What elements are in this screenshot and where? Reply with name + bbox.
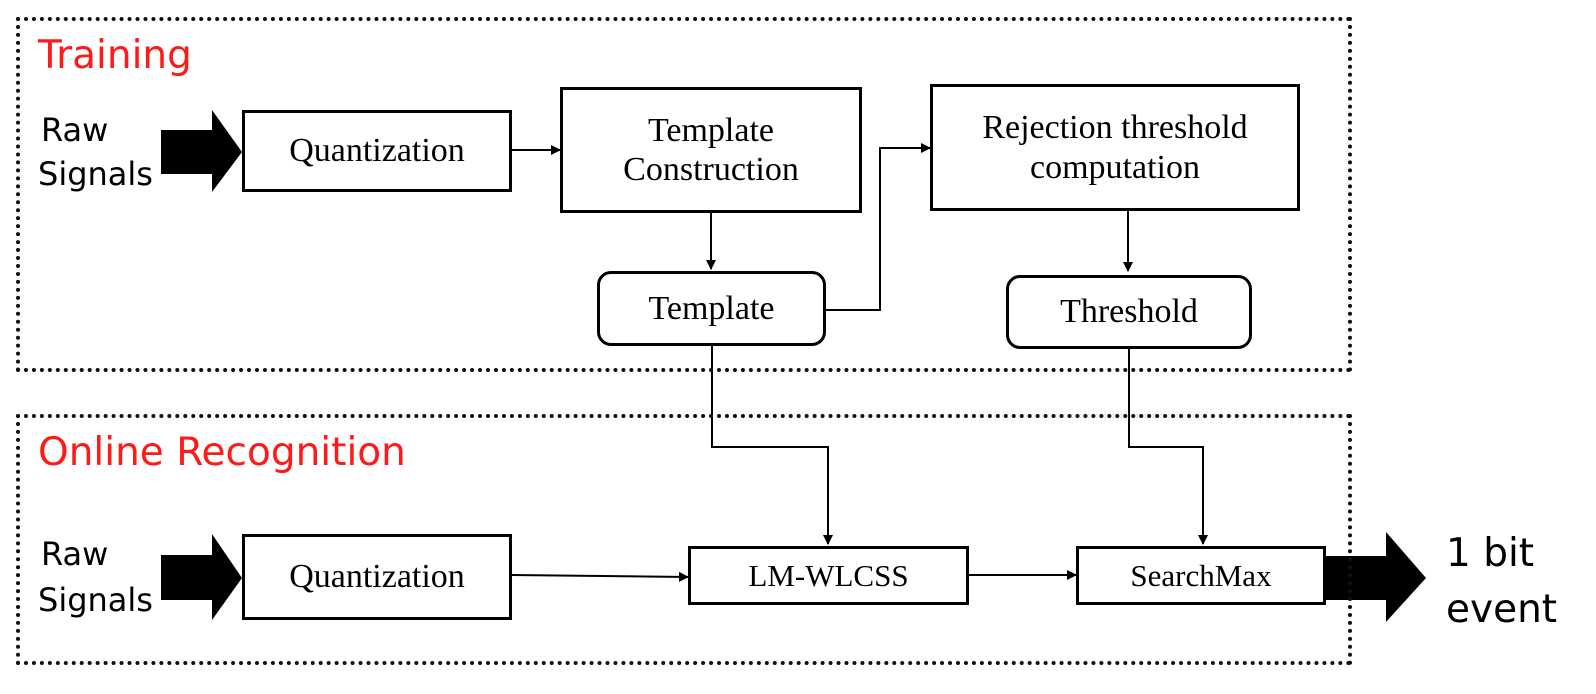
quantization-block-online: Quantization bbox=[242, 534, 512, 620]
output-label: 1 bit event bbox=[1446, 526, 1557, 638]
template-block: Template bbox=[597, 271, 826, 346]
threshold-to-searchmax-arrow bbox=[1128, 349, 1208, 545]
online-raw-line-1: Raw bbox=[41, 535, 109, 573]
training-section bbox=[16, 17, 1352, 372]
threshold-label: Threshold bbox=[1060, 293, 1198, 331]
template-label: Template bbox=[648, 289, 775, 327]
rejection-threshold-line-1: Rejection threshold bbox=[982, 109, 1248, 147]
training-input-arrow bbox=[161, 110, 242, 192]
quantization-to-lmwlcss-arrow bbox=[511, 571, 689, 582]
online-input-arrow bbox=[161, 534, 242, 620]
output-line-2: event bbox=[1446, 587, 1558, 632]
quantization-block-training: Quantization bbox=[242, 110, 512, 192]
rejection-threshold-block: Rejection threshold computation bbox=[930, 84, 1300, 211]
template-construction-block: Template Construction bbox=[560, 87, 862, 213]
template-to-lmwlcss-arrow bbox=[711, 346, 833, 545]
quantization-training-label: Quantization bbox=[289, 132, 465, 170]
template-construction-line-1: Template bbox=[647, 111, 774, 149]
online-recognition-section bbox=[16, 414, 1352, 665]
online-raw-signals-label: Raw Signals bbox=[38, 531, 153, 623]
searchmax-block: SearchMax bbox=[1076, 546, 1326, 605]
quantization-online-label: Quantization bbox=[289, 558, 465, 596]
output-line-1: 1 bit bbox=[1446, 531, 1535, 576]
lm-wlcss-label: LM-WLCSS bbox=[748, 557, 909, 593]
training-title: Training bbox=[38, 33, 192, 78]
template-to-rejection-arrow bbox=[826, 143, 931, 311]
lm-wlcss-block: LM-WLCSS bbox=[688, 546, 969, 605]
online-raw-line-2: Signals bbox=[38, 581, 153, 619]
rejection-threshold-line-2: computation bbox=[1030, 148, 1200, 186]
searchmax-label: SearchMax bbox=[1130, 557, 1272, 593]
training-raw-line-2: Signals bbox=[38, 155, 153, 193]
training-raw-line-1: Raw bbox=[41, 111, 109, 149]
template-construction-line-2: Construction bbox=[623, 151, 799, 188]
threshold-block: Threshold bbox=[1006, 275, 1252, 349]
online-recognition-title: Online Recognition bbox=[38, 430, 406, 475]
training-raw-signals-label: Raw Signals bbox=[38, 108, 153, 196]
